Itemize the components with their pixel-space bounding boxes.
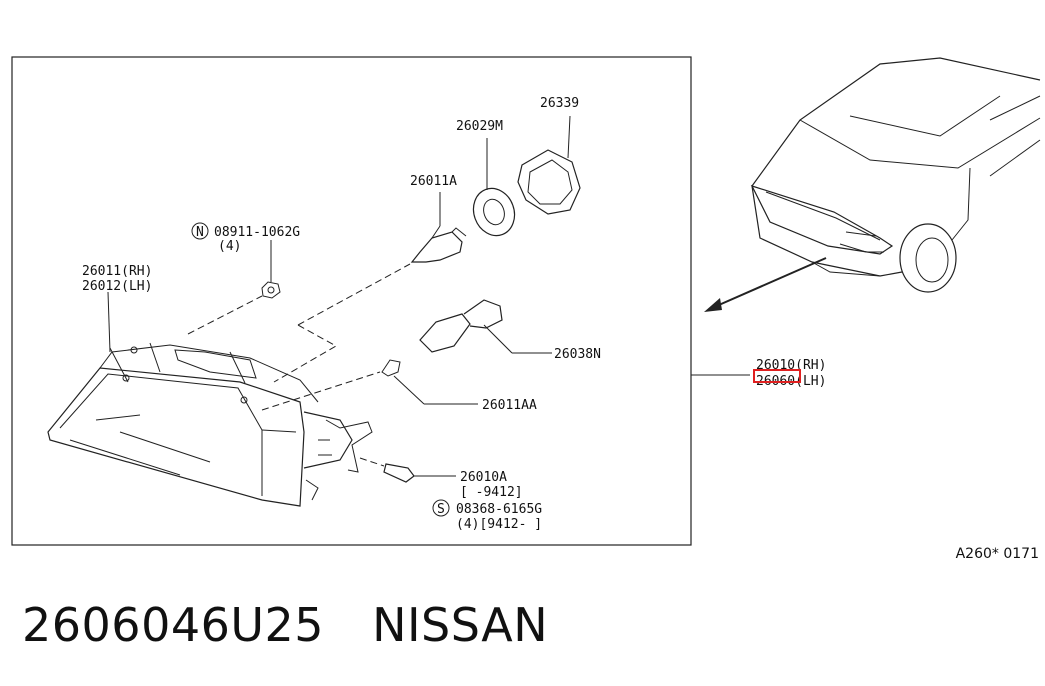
- ring-label: 26029M: [456, 119, 503, 134]
- figure-code: A260* 0171: [955, 546, 1039, 562]
- cap-part: [517, 115, 581, 215]
- bolt-a-prefix: N: [196, 225, 204, 240]
- diagram-frame: [11, 56, 692, 546]
- lamp-rh-label: 26011(RH): [82, 264, 152, 279]
- screw-label: 26010A: [460, 470, 507, 485]
- screw-b-range: (4)[9412- ]: [456, 517, 542, 532]
- part-number: 2606046U25: [22, 598, 325, 652]
- bolt-a-qty: (4): [218, 239, 241, 254]
- socket-part: [419, 299, 552, 354]
- small-bulb-part: [381, 359, 478, 405]
- part-caption: 2606046U25 NISSAN: [22, 598, 548, 652]
- assembly-lines: [187, 263, 411, 467]
- bolt-washer-part: [261, 240, 281, 299]
- screw-b-prefix-circle: [432, 499, 450, 517]
- location-arrow: [704, 257, 827, 312]
- cap-label: 26339: [540, 96, 579, 111]
- ring-part: [472, 138, 516, 237]
- screw-part: [383, 463, 456, 483]
- small-bulb-label: 26011AA: [482, 398, 537, 413]
- screw-b-label: 08368-6165G: [456, 502, 542, 517]
- highlight-box: [753, 369, 801, 383]
- bulb-part: [410, 192, 467, 263]
- headlamp-assembly: [47, 342, 373, 507]
- screw-b-prefix: S: [437, 502, 445, 517]
- bolt-a-label: 08911-1062G: [214, 225, 300, 240]
- bulb-label: 26011A: [410, 174, 457, 189]
- car-sketch: [750, 57, 1041, 293]
- part-labels: N 08911-1062G (4) 26011(RH) 26012(LH) 26…: [82, 96, 826, 532]
- socket-label: 26038N: [554, 347, 601, 362]
- brand-name: NISSAN: [372, 598, 549, 652]
- screw-range-label: [ -9412]: [460, 485, 523, 500]
- bolt-a-prefix-circle: [191, 222, 209, 240]
- lamp-lh-label: 26012(LH): [82, 279, 152, 294]
